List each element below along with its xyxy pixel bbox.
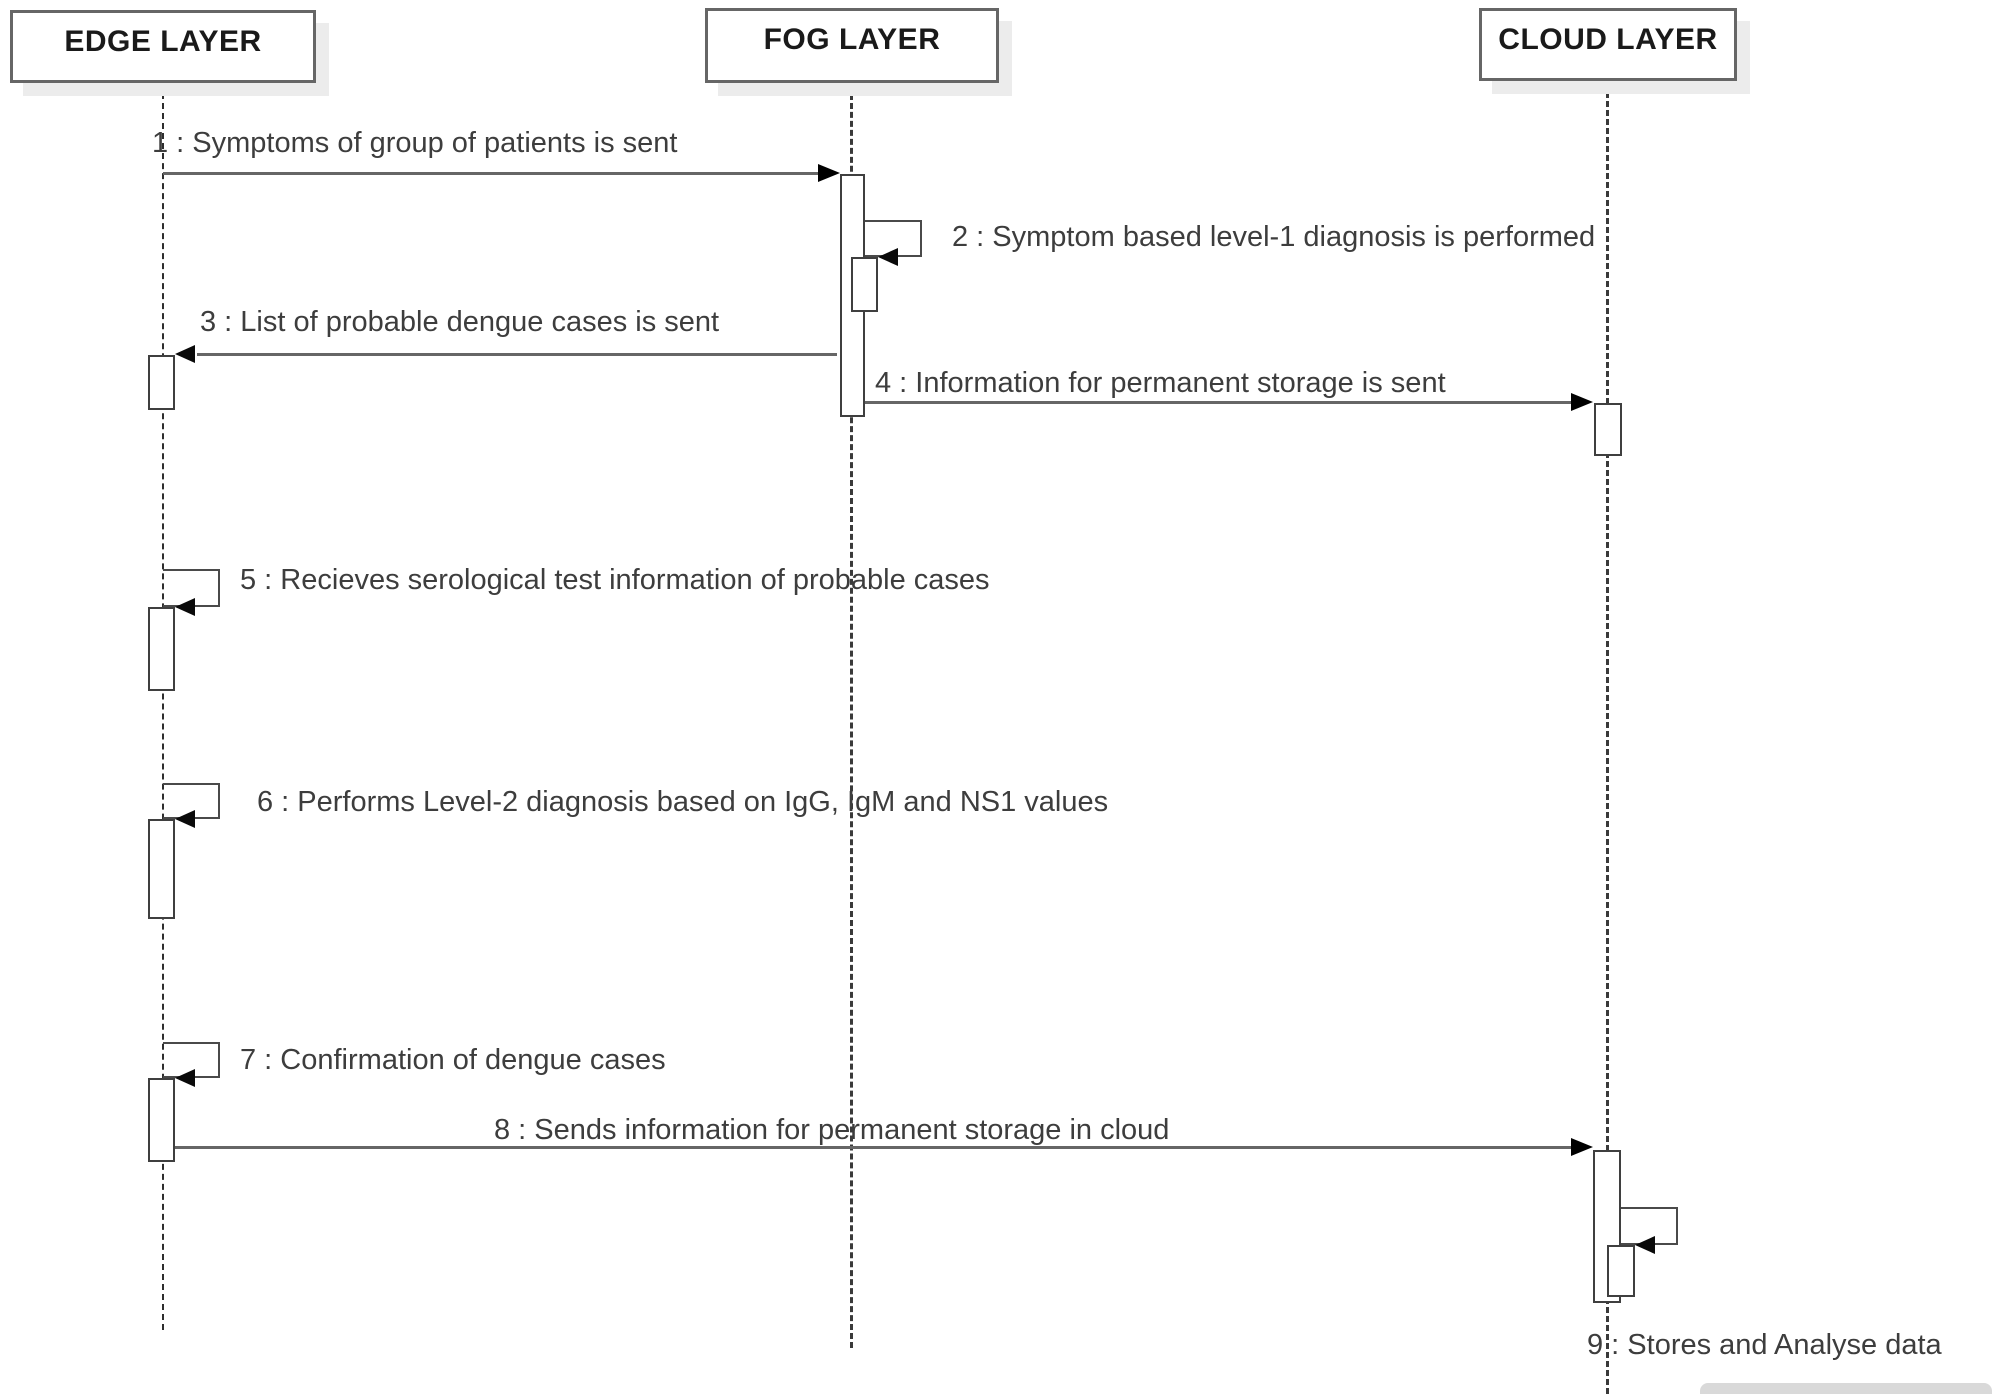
activation-bar-edge-6 bbox=[148, 819, 175, 919]
message-2-label: 2 : Symptom based level-1 diagnosis is p… bbox=[952, 221, 1596, 253]
message-6-label: 6 : Performs Level-2 diagnosis based on … bbox=[257, 786, 1109, 818]
message-9-arrowhead-icon bbox=[1635, 1236, 1655, 1254]
edge-lifeline bbox=[162, 83, 164, 1330]
activation-bar-cloud-nested-9 bbox=[1607, 1245, 1635, 1297]
activation-bar-edge-5 bbox=[148, 607, 175, 691]
activation-bar-cloud-4 bbox=[1594, 403, 1622, 456]
message-3-arrowhead-icon bbox=[175, 345, 195, 363]
message-8-label: 8 : Sends information for permanent stor… bbox=[494, 1114, 1170, 1146]
message-1-arrowhead-icon bbox=[818, 164, 840, 182]
message-9-label: 9 : Stores and Analyse data bbox=[1587, 1329, 1942, 1361]
fog-lifeline bbox=[850, 85, 853, 1348]
message-8-line bbox=[175, 1146, 1571, 1149]
message-1-line bbox=[163, 172, 818, 175]
message-1-label: 1 : Symptoms of group of patients is sen… bbox=[152, 127, 678, 159]
activation-bar-fog-nested-2 bbox=[851, 257, 878, 312]
actor-box-cloud-layer: CLOUD LAYER bbox=[1479, 8, 1737, 81]
message-3-line bbox=[197, 353, 837, 356]
message-3-label: 3 : List of probable dengue cases is sen… bbox=[200, 306, 720, 338]
cloud-lifeline bbox=[1606, 83, 1609, 1394]
actor-box-edge-layer: EDGE LAYER bbox=[10, 10, 316, 83]
message-6-arrowhead-icon bbox=[175, 810, 195, 828]
activation-bar-edge-7 bbox=[148, 1078, 175, 1162]
message-8-arrowhead-icon bbox=[1571, 1138, 1593, 1156]
message-4-line bbox=[865, 401, 1571, 404]
message-4-arrowhead-icon bbox=[1571, 393, 1593, 411]
actor-label-fog: FOG LAYER bbox=[763, 23, 941, 56]
actor-label-cloud: CLOUD LAYER bbox=[1498, 23, 1718, 56]
message-4-label: 4 : Information for permanent storage is… bbox=[875, 367, 1446, 399]
actor-label-edge: EDGE LAYER bbox=[64, 25, 262, 58]
message-2-arrowhead-icon bbox=[878, 248, 898, 266]
message-5-arrowhead-icon bbox=[175, 598, 195, 616]
message-7-label: 7 : Confirmation of dengue cases bbox=[240, 1044, 666, 1076]
message-7-arrowhead-icon bbox=[175, 1069, 195, 1087]
actor-box-fog-layer: FOG LAYER bbox=[705, 8, 999, 83]
corner-chip bbox=[1700, 1383, 1992, 1394]
message-5-label: 5 : Recieves serological test informatio… bbox=[240, 564, 990, 596]
activation-bar-edge-3 bbox=[148, 355, 175, 410]
